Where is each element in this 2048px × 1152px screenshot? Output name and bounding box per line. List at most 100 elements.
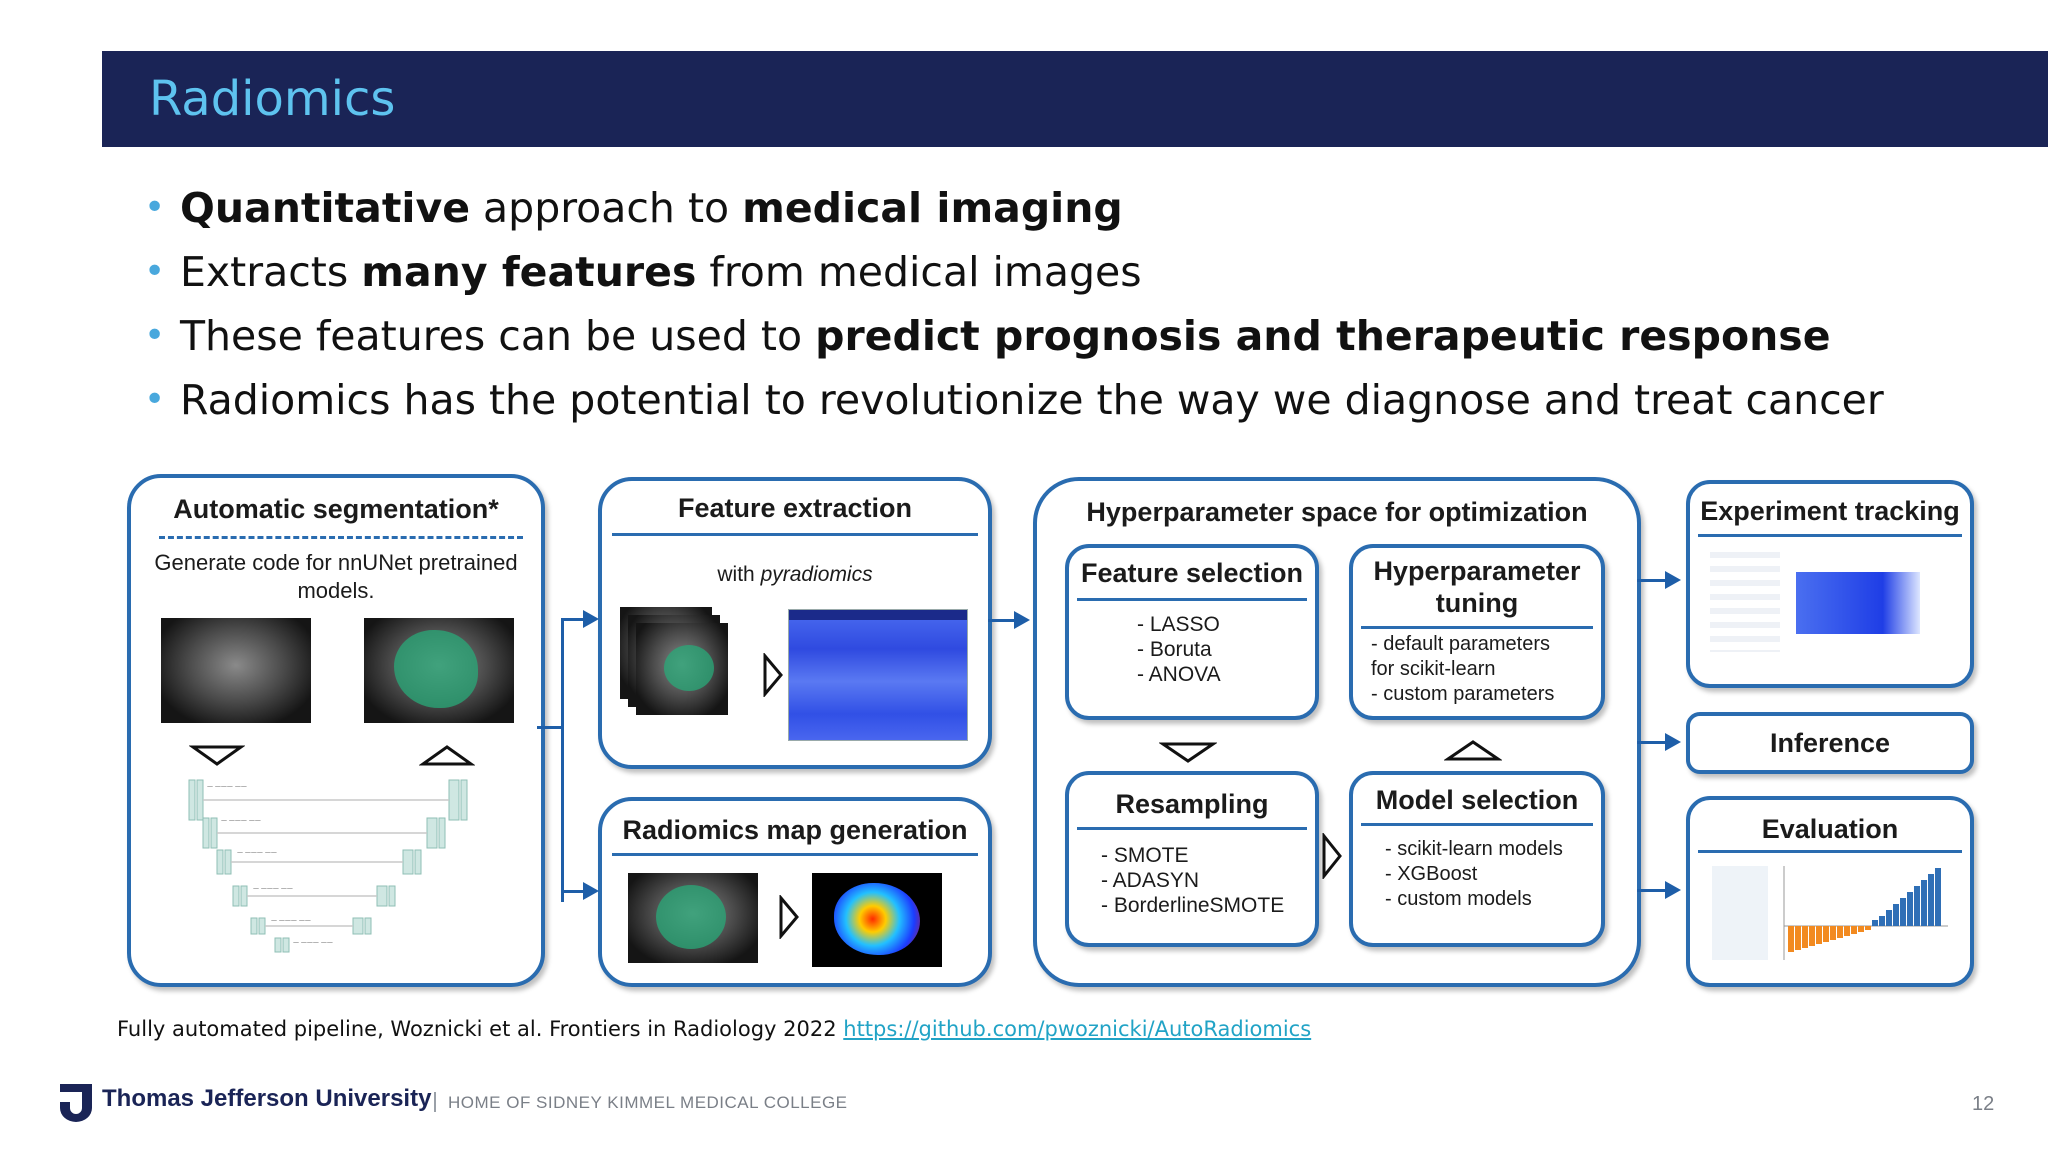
connector-line — [561, 618, 564, 902]
bullet-item: Extracts many features from medical imag… — [140, 240, 1884, 304]
evaluation-rule — [1698, 850, 1962, 853]
mri-segmented-image — [364, 618, 514, 723]
list-item: - ADASYN — [1101, 869, 1200, 892]
arrow-right-icon — [1665, 571, 1681, 589]
chevron-up-icon — [419, 745, 475, 766]
hyperparameter-space-box: Hyperparameter space for optimization Fe… — [1033, 477, 1641, 987]
inference-title: Inference — [1769, 728, 1891, 758]
connector-line — [537, 726, 563, 729]
feature-selection-list: - LASSO - Boruta - ANOVA — [1137, 612, 1221, 687]
resampling-rule — [1077, 827, 1307, 830]
mri-segmented-image — [628, 873, 758, 963]
title-bar: Radiomics — [102, 51, 2048, 147]
connector-line — [988, 619, 1016, 622]
subtitle-prefix: with — [717, 563, 761, 586]
map-generation-title: Radiomics map generation — [622, 815, 968, 845]
list-item: - scikit-learn models — [1385, 838, 1563, 860]
chevron-down-icon — [189, 745, 245, 766]
bullet-text: Extracts — [180, 248, 362, 296]
experiment-tracking-box: Experiment tracking — [1686, 480, 1974, 688]
evaluation-box: Evaluation — [1686, 796, 1974, 987]
hyperparameter-tuning-rule — [1361, 626, 1593, 629]
svg-text:— ——— ——: — ——— —— — [271, 917, 311, 924]
evaluation-title: Evaluation — [1761, 814, 1899, 844]
university-name: Thomas Jefferson University — [102, 1085, 432, 1112]
arrow-triangle-icon — [1322, 833, 1342, 879]
list-item: for scikit-learn — [1371, 658, 1496, 680]
arrow-right-icon — [1665, 881, 1681, 899]
evaluation-bar-plot — [1783, 866, 1948, 960]
feature-extraction-title: Feature extraction — [677, 493, 913, 523]
svg-text:— ——— ——: — ——— —— — [253, 885, 293, 892]
model-selection-rule — [1361, 823, 1593, 826]
list-item: - SMOTE — [1101, 844, 1189, 867]
evaluation-panel-image — [1712, 866, 1768, 960]
feature-extraction-box: Feature extraction with pyradiomics — [598, 477, 992, 769]
bullet-text: from medical images — [696, 248, 1142, 296]
connector-line — [561, 890, 585, 893]
bullet-text: Radiomics has the potential to revolutio… — [180, 376, 1884, 424]
svg-text:— ——— ——: — ——— —— — [237, 849, 277, 856]
radiomics-heatmap-image — [812, 873, 942, 967]
mri-scan-image — [161, 618, 311, 723]
bullet-list: Quantitative approach to medical imaging… — [140, 176, 1884, 432]
footer-divider — [434, 1092, 436, 1112]
segmentation-mask — [394, 630, 478, 708]
segmentation-title: Automatic segmentation* — [173, 494, 499, 524]
resampling-box: Resampling - SMOTE - ADASYN - Borderline… — [1065, 771, 1319, 947]
list-item: - Boruta — [1137, 638, 1212, 661]
caption-link[interactable]: https://github.com/pwoznicki/AutoRadiomi… — [843, 1017, 1312, 1041]
bullet-text: approach to — [470, 184, 743, 232]
feature-extraction-subtitle: with pyradiomics — [602, 563, 988, 587]
connector-line — [1637, 889, 1667, 892]
arrow-triangle-icon — [779, 895, 799, 939]
list-item: - ANOVA — [1137, 663, 1221, 686]
pipeline-figure: Automatic segmentation* Generate code fo… — [102, 462, 2048, 1005]
connector-line — [1637, 579, 1667, 582]
heatmap-blob — [834, 883, 920, 955]
arrow-right-icon — [1014, 611, 1030, 629]
experiment-tracking-title: Experiment tracking — [1700, 496, 1960, 526]
connector-line — [1637, 741, 1667, 744]
feature-selection-rule — [1077, 598, 1307, 601]
segmentation-desc: Generate code for nnUNet pretrained — [154, 550, 518, 575]
segmentation-mask — [664, 645, 714, 691]
university-tagline: HOME OF SIDNEY KIMMEL MEDICAL COLLEGE — [448, 1093, 848, 1112]
connector-line — [561, 618, 585, 621]
chevron-up-icon — [1444, 740, 1502, 761]
bullet-text: These features can be used to — [180, 312, 816, 360]
slide-title: Radiomics — [149, 71, 396, 127]
bullet-text-bold: predict prognosis and therapeutic respon… — [815, 312, 1831, 360]
tracking-sidebar-image — [1710, 552, 1780, 652]
list-item: - custom parameters — [1371, 683, 1555, 705]
svg-text:— ——— ——: — ——— —— — [207, 783, 247, 790]
list-item: - custom models — [1385, 888, 1532, 910]
model-selection-box: Model selection - scikit-learn models - … — [1349, 771, 1605, 947]
bullet-text-bold: many features — [361, 248, 697, 296]
hyperparameter-tuning-box: Hyperparameter tuning - default paramete… — [1349, 544, 1605, 720]
bullet-item: Quantitative approach to medical imaging — [140, 176, 1884, 240]
model-selection-list: - scikit-learn models - XGBoost - custom… — [1385, 837, 1563, 912]
segmentation-rule — [159, 536, 523, 539]
hyperparameter-tuning-title: Hyperparameter — [1373, 556, 1581, 586]
resampling-title: Resampling — [1115, 789, 1269, 819]
figure-caption: Fully automated pipeline, Woznicki et al… — [117, 1017, 1311, 1041]
hyperparameter-tuning-list: - default parameters for scikit-learn - … — [1371, 632, 1554, 707]
bullet-text-bold: Quantitative — [180, 184, 471, 232]
feature-table-image — [788, 609, 968, 741]
svg-text:— ——— ——: — ——— —— — [293, 939, 333, 946]
page-number: 12 — [1972, 1093, 1995, 1115]
segmentation-box: Automatic segmentation* Generate code fo… — [127, 474, 545, 987]
segmentation-mask — [656, 885, 726, 949]
arrow-right-icon — [1665, 733, 1681, 751]
arrow-triangle-icon — [763, 653, 783, 697]
arrow-right-icon — [583, 610, 599, 628]
jefferson-logo-icon — [60, 1084, 92, 1122]
unet-diagram: — ——— —— — ——— —— — ——— —— — ——— —— — ——— … — [188, 779, 468, 953]
inference-box: Inference — [1686, 712, 1974, 774]
bullet-item: These features can be used to predict pr… — [140, 304, 1884, 368]
list-item: - XGBoost — [1385, 863, 1478, 885]
bullet-item: Radiomics has the potential to revolutio… — [140, 368, 1884, 432]
list-item: - LASSO — [1137, 613, 1220, 636]
hyperparameter-tuning-title: tuning — [1435, 588, 1519, 618]
